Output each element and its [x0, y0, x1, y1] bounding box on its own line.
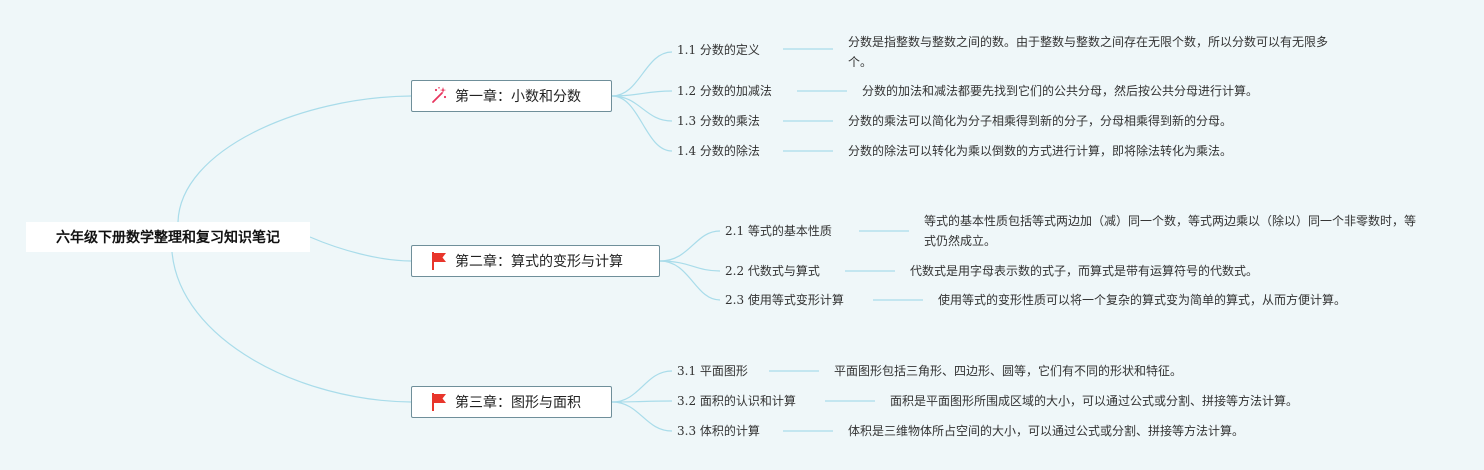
topic-3-2[interactable]: 3.2 面积的认识和计算: [677, 394, 796, 408]
red-flag-icon: [430, 251, 448, 271]
topic-2-2[interactable]: 2.2 代数式与算式: [725, 264, 820, 278]
root-topic[interactable]: 六年级下册数学整理和复习知识笔记: [26, 222, 310, 252]
chapter-3-node[interactable]: 第三章：图形与面积: [411, 386, 612, 418]
topic-1-1-desc: 分数是指整数与整数之间的数。由于整数与整数之间存在无限个数，所以分数可以有无限多…: [848, 35, 1329, 69]
chapter-1-node[interactable]: 第一章：小数和分数: [411, 80, 612, 112]
root-title: 六年级下册数学整理和复习知识笔记: [56, 230, 280, 246]
link-root-ch2: [309, 236, 412, 262]
topic-2-2-desc: 代数式是用字母表示数的式子，而算式是带有运算符号的代数式。: [910, 264, 1259, 278]
topic-1-1[interactable]: 1.1 分数的定义: [677, 43, 760, 57]
topic-2-1-desc: 等式的基本性质包括等式两边加（减）同一个数，等式两边乘以（除以）同一个非零数时，…: [924, 214, 1417, 248]
topic-2-1[interactable]: 2.1 等式的基本性质: [725, 224, 832, 238]
link-root-ch3: [171, 251, 412, 403]
topic-3-1-desc: 平面图形包括三角形、四边形、圆等，它们有不同的形状和特征。: [834, 364, 1183, 378]
link-ch3-t1: [611, 370, 673, 403]
topic-3-3[interactable]: 3.3 体积的计算: [677, 424, 760, 438]
topic-1-4-desc: 分数的除法可以转化为乘以倒数的方式进行计算，即将除法转化为乘法。: [848, 144, 1233, 158]
link-ch1-t1: [611, 51, 673, 97]
topic-1-4[interactable]: 1.4 分数的除法: [677, 144, 760, 158]
red-flag-icon: [430, 392, 448, 412]
chapter-3-title: 第三章：图形与面积: [455, 395, 581, 411]
chapter-2-node[interactable]: 第二章：算式的变形与计算: [411, 245, 660, 277]
link-ch1-t2: [611, 90, 673, 97]
topic-2-3-desc: 使用等式的变形性质可以将一个复杂的算式变为简单的算式，从而方便计算。: [938, 293, 1347, 307]
topic-1-2[interactable]: 1.2 分数的加减法: [677, 84, 772, 98]
topic-2-3[interactable]: 2.3 使用等式变形计算: [725, 293, 844, 307]
link-ch2-t1: [659, 230, 721, 262]
link-root-ch1: [177, 95, 412, 223]
topic-3-1[interactable]: 3.1 平面图形: [677, 364, 748, 378]
topic-3-2-desc: 面积是平面图形所围成区域的大小，可以通过公式或分割、拼接等方法计算。: [890, 394, 1299, 408]
topic-1-2-desc: 分数的加法和减法都要先找到它们的公共分母，然后按公共分母进行计算。: [862, 84, 1259, 98]
link-ch2-t3: [659, 260, 721, 301]
topic-1-3-desc: 分数的乘法可以简化为分子相乘得到新的分子，分母相乘得到新的分母。: [848, 114, 1233, 128]
chapter-2-title: 第二章：算式的变形与计算: [455, 254, 623, 270]
chapter-1-title: 第一章：小数和分数: [455, 89, 581, 105]
link-ch1-t4: [611, 95, 673, 152]
topic-1-3[interactable]: 1.3 分数的乘法: [677, 114, 760, 128]
topic-3-3-desc: 体积是三维物体所占空间的大小，可以通过公式或分割、拼接等方法计算。: [848, 424, 1245, 438]
link-ch3-t3: [611, 401, 673, 432]
sparkle-wand-icon: [430, 86, 448, 106]
link-ch1-t3: [611, 95, 673, 122]
link-ch2-t2: [659, 260, 721, 272]
